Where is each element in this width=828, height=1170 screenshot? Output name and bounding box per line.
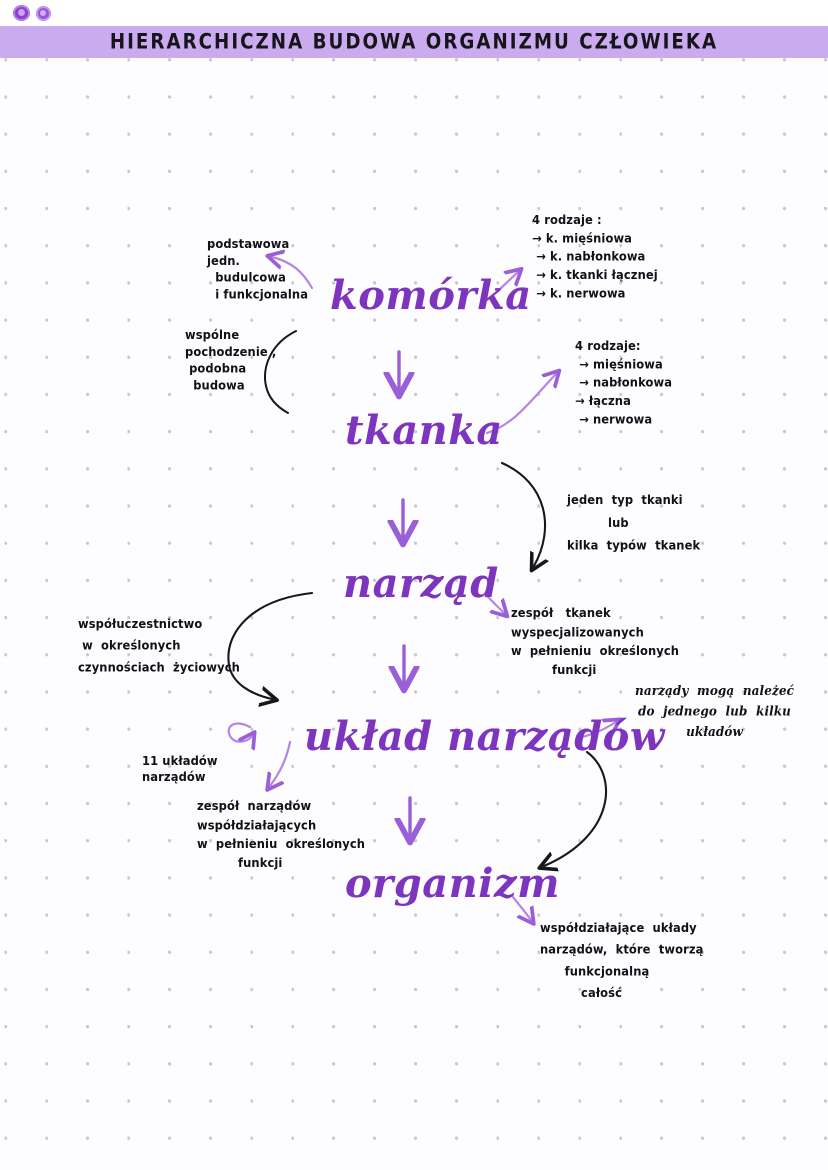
page-top-strip [0,0,828,26]
header-banner [0,26,828,58]
node-tkanka: tkanka [345,407,503,454]
note-narzady-moga-nalezec: narządy mogą należeć do jednego lub kilk… [635,683,795,740]
brace-wspoluczestnictwo [227,591,314,699]
note-wspoldzialajace-uklady: współdziałające układy narządów, które t… [540,920,704,1001]
note-cztery-rodzaje-tkanek: 4 rodzaje: → mięśniowa → nabłonkowa → łą… [575,338,673,427]
curve-tkanka-to-narzad [500,461,545,566]
node-komorka: komórka [330,272,532,319]
node-uklad-narzadow: układ narządów [304,713,665,760]
note-cztery-rodzaje-komorek: 4 rodzaje : → k. mięśniowa → k. nabłonko… [532,212,658,301]
note-zespol-narzadow: zespół narządów współdziałających w pełn… [197,798,366,870]
node-organizm: organizm [345,860,560,907]
curve-uklad-to-organizm [544,750,607,866]
note-wspolne-pochodzenie: wspólne pochodzenie , podobna budowa [185,327,277,393]
note-jeden-typ-tkanki: jeden typ tkanki lub kilka typów tkanek [567,492,701,553]
page-title: HIERARCHICZNA BUDOWA ORGANIZMU CZŁOWIEKA [109,29,719,55]
note-wspoluczestnictwo: współuczestnictwo w określonych czynnośc… [78,616,240,675]
doodle-circle-left-icon [13,5,30,21]
doodle-circle-right-icon [36,6,51,21]
node-narzad: narząd [343,560,499,607]
note-zespol-tkanek: zespół tkanek wyspecjalizowanych w pełni… [511,605,680,677]
arrow-11-ukladow [227,722,252,742]
arrow-zespol-narzadow [270,740,292,786]
note-podstawowa-jednostka: podstawowa jedn. budulcowa i funkcjonaln… [207,236,309,302]
note-jedenascie-ukladow: 11 układów narządów [142,753,218,785]
